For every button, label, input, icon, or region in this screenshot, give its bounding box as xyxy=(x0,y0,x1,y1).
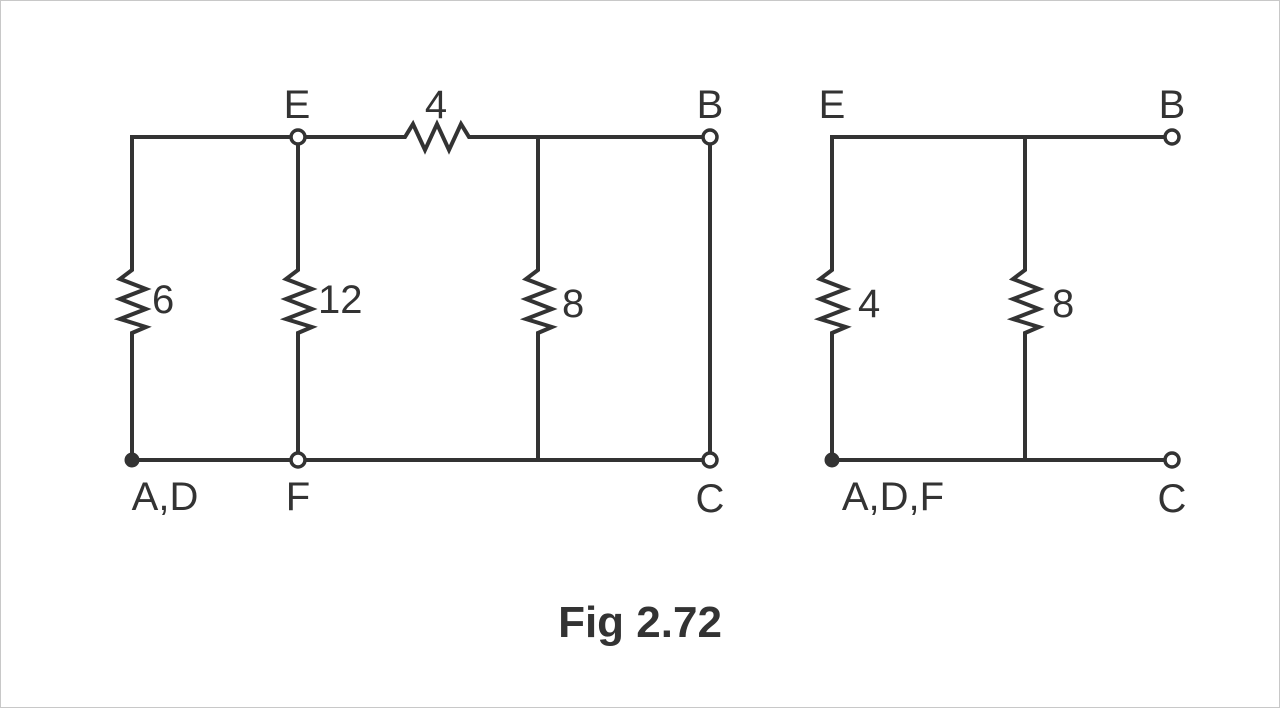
left-resistor-12 xyxy=(279,266,318,336)
label-resistor-8-right: 8 xyxy=(1052,282,1074,326)
label-resistor-12: 12 xyxy=(318,278,363,322)
label-node-f: F xyxy=(286,475,310,519)
right-resistor-4 xyxy=(813,266,852,336)
terminal-b-left xyxy=(701,128,719,146)
terminal-f-left xyxy=(289,451,307,469)
right-resistor-8 xyxy=(1006,266,1045,336)
terminal-b-right xyxy=(1163,128,1181,146)
label-node-e-right: E xyxy=(819,83,846,127)
label-node-ad: A,D xyxy=(132,475,199,519)
label-node-adf: A,D,F xyxy=(842,475,944,519)
label-resistor-4-right: 4 xyxy=(858,282,880,326)
terminal-c-left xyxy=(701,451,719,469)
label-node-e-left: E xyxy=(284,83,311,127)
label-node-c-right: C xyxy=(1158,477,1187,521)
junction-adf-right xyxy=(824,452,840,468)
label-node-b-left: B xyxy=(697,83,724,127)
terminal-c-right xyxy=(1163,451,1181,469)
left-resistor-6 xyxy=(113,266,152,336)
label-resistor-4-top: 4 xyxy=(425,83,447,127)
junction-ad-left xyxy=(124,452,140,468)
left-circuit: E 4 B 6 12 8 A,D F C xyxy=(113,83,725,521)
terminal-e-left xyxy=(289,128,307,146)
label-node-c-left: C xyxy=(696,477,725,521)
left-resistor-4-top xyxy=(400,119,472,155)
right-circuit: E B 4 8 A,D,F C xyxy=(813,83,1187,521)
label-node-b-right: B xyxy=(1159,83,1186,127)
left-resistor-8 xyxy=(519,266,558,336)
label-resistor-8-left: 8 xyxy=(562,282,584,326)
label-resistor-6: 6 xyxy=(152,278,174,322)
figure-caption: Fig 2.72 xyxy=(558,598,722,647)
